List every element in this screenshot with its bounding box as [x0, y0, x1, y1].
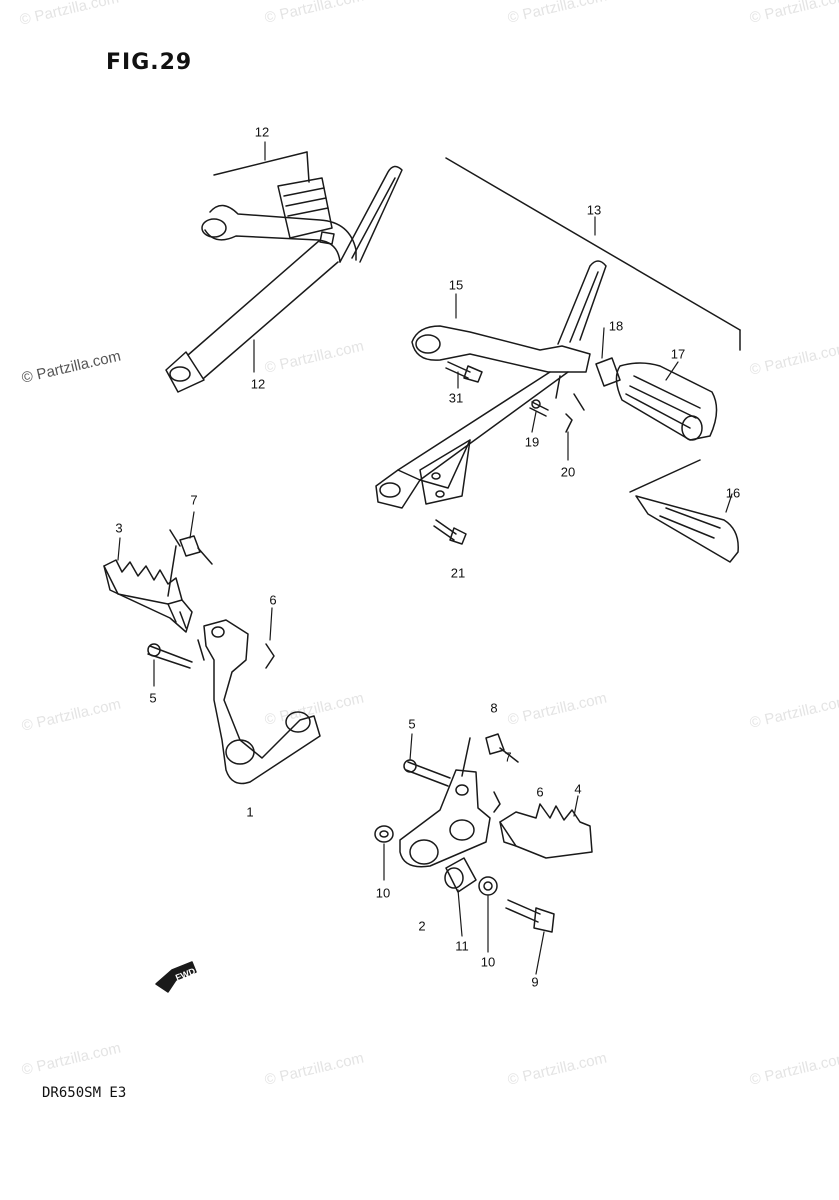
bracket-13: [375, 157, 741, 563]
callout-19: 19: [524, 434, 540, 450]
callout-5: 5: [408, 716, 416, 732]
callout-1: 1: [246, 804, 254, 820]
callout-21: 21: [450, 565, 466, 581]
callout-4: 4: [574, 781, 582, 797]
footrest-assembly-1: [103, 529, 321, 785]
callout-3: 3: [115, 520, 123, 536]
figure-title: FIG.29: [106, 50, 193, 75]
callout-6: 6: [269, 592, 277, 608]
callout-10: 10: [480, 954, 496, 970]
callout-11: 11: [455, 938, 469, 954]
callout-12: 12: [254, 124, 270, 140]
callout-6: 6: [536, 784, 544, 800]
callout-7: 7: [190, 492, 198, 508]
callout-31: 31: [448, 390, 464, 406]
callout-10: 10: [375, 885, 391, 901]
bracket-12: [165, 151, 403, 393]
callout-9: 9: [531, 974, 539, 990]
callout-5: 5: [149, 690, 157, 706]
callout-7: 7: [504, 749, 512, 765]
callout-2: 2: [418, 918, 426, 934]
callout-18: 18: [608, 318, 624, 334]
callout-20: 20: [560, 464, 576, 480]
callout-13: 13: [586, 202, 602, 218]
callout-16: 16: [725, 485, 741, 501]
model-code: DR650SM E3: [42, 1085, 127, 1101]
callout-15: 15: [448, 277, 464, 293]
callout-12: 12: [250, 376, 266, 392]
callout-17: 17: [670, 346, 686, 362]
footrest-assembly-2: [374, 733, 593, 933]
front-direction-arrow: [155, 961, 197, 993]
leader-lines: [117, 141, 733, 975]
callout-8: 8: [490, 700, 498, 716]
